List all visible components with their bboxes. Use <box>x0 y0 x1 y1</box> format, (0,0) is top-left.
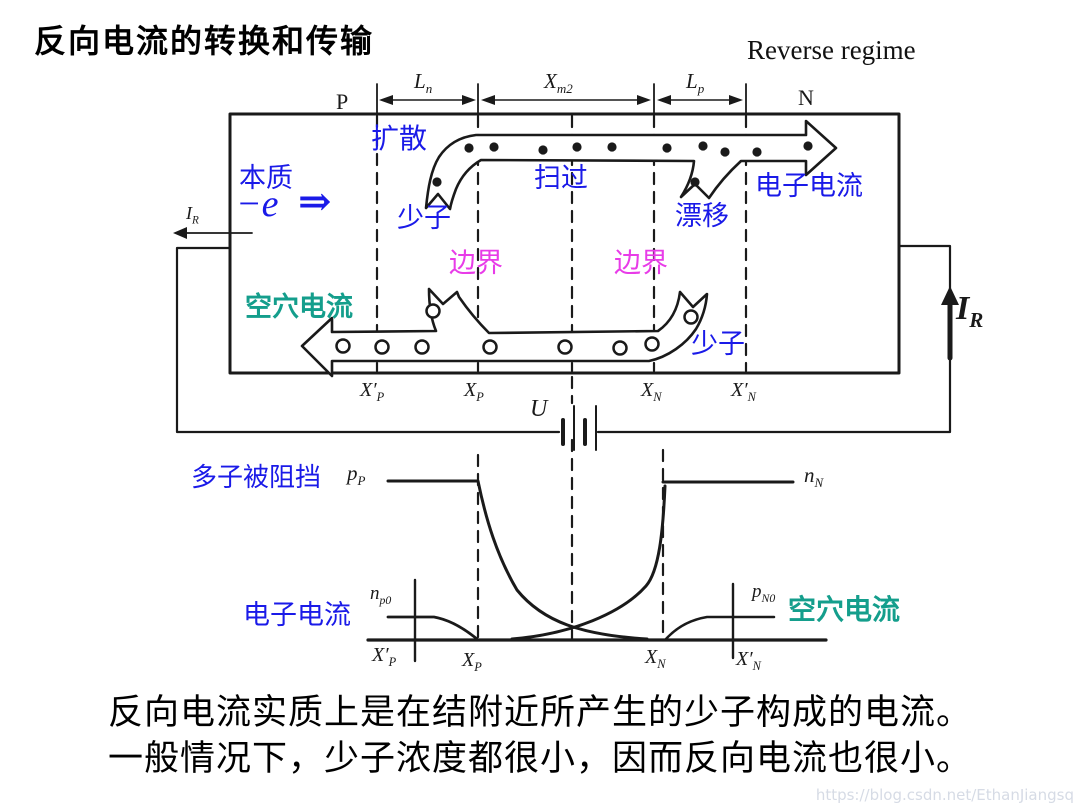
watermark: https://blog.csdn.net/EthanJiangsq <box>815 786 1074 804</box>
implies-arrow: ⇒ <box>298 179 332 224</box>
graph-xnp-label: X′N <box>736 648 761 674</box>
np0-label: np0 <box>370 583 392 608</box>
axis-xpp-base: X′ <box>360 379 377 401</box>
caption-line-1: 反向电流实质上是在结附近所产生的少子构成的电流。 <box>107 693 972 732</box>
dim-lp-label: Lp <box>686 69 705 97</box>
graph-xpp-label: X′P <box>372 644 396 670</box>
boundary-left-label: 边界 <box>449 248 503 278</box>
ir-arrow-left <box>173 227 253 239</box>
dimension-arrowheads <box>379 95 743 105</box>
pn0-sub: N0 <box>761 591 776 605</box>
graph-xp-base: X <box>462 649 475 671</box>
voltage-label: U <box>530 396 548 422</box>
dim-ln-label: Ln <box>414 69 433 97</box>
axis-xn-sub: N <box>653 390 662 404</box>
dim-xm2-base: X <box>544 69 557 93</box>
hole-circles <box>335 303 699 356</box>
region-n-label: N <box>798 85 814 110</box>
axis-xpp-label: X′P <box>360 379 384 405</box>
pn0-curve <box>664 615 776 641</box>
dim-ln-sub: n <box>425 81 433 97</box>
graph-xp-label: XP <box>462 649 482 675</box>
np0-sub: p0 <box>379 593 392 607</box>
hole-current-tube <box>300 287 709 378</box>
ir-left-base: I <box>186 203 192 223</box>
axis-xp-label: XP <box>464 379 484 405</box>
ir-left-sub: R <box>192 214 199 227</box>
nn-base: n <box>804 463 815 487</box>
graph-xpp-sub: P <box>388 655 397 669</box>
battery-symbol <box>561 405 597 451</box>
caption-line-2: 一般情况下，少子浓度都很小，因而反向电流也很小。 <box>107 739 972 778</box>
axis-xn-base: X <box>641 379 654 401</box>
dim-lp-sub: p <box>697 81 705 97</box>
graph-xnp-base: X′ <box>736 648 753 670</box>
pp-label: pP <box>347 461 366 489</box>
graph-xn-base: X <box>645 646 658 668</box>
ir-arrow-right <box>941 286 959 361</box>
dim-ln-base: L <box>414 69 426 93</box>
axis-xnp-base: X′ <box>731 379 748 401</box>
hole-current-label: 空穴电流 <box>245 292 353 322</box>
axis-xnp-sub: N <box>747 390 756 404</box>
dimension-ticks <box>376 83 747 115</box>
nn-rise-curve <box>510 484 667 641</box>
dim-xm2-label: Xm2 <box>544 69 573 97</box>
electron-dots <box>432 141 813 187</box>
minority-top-label: 少子 <box>397 203 451 233</box>
device-box <box>228 112 901 375</box>
nature-label: 本质 <box>239 163 293 193</box>
swept-label: 扫过 <box>534 163 588 193</box>
page-subtitle: Reverse regime <box>747 35 916 65</box>
np0-curve <box>386 615 479 641</box>
axis-xp-sub: P <box>476 390 484 404</box>
ir-left-label: IR <box>186 203 199 227</box>
axis-xpp-sub: P <box>376 390 385 404</box>
electron-current-tube <box>424 119 838 211</box>
boundary-right-label: 边界 <box>614 248 668 278</box>
graph-xn-sub: N <box>657 657 666 671</box>
graph-xnp-sub: N <box>752 659 761 673</box>
diffusion-label: 扩散 <box>371 124 428 155</box>
minority-bottom-label: 少子 <box>691 329 745 359</box>
region-p-label: P <box>336 89 349 114</box>
graph-xp-sub: P <box>474 660 482 674</box>
ir-right-label: IR <box>956 290 983 332</box>
axis-xnp-label: X′N <box>731 379 756 405</box>
graph-curves <box>366 479 828 663</box>
minus-e-label: −e <box>236 183 279 225</box>
electron-current-label: 电子电流 <box>755 171 863 201</box>
pn0-base: p <box>752 581 762 602</box>
np0-base: n <box>370 583 380 604</box>
pn0-label: pN0 <box>752 581 776 606</box>
nn-label: nN <box>804 463 824 491</box>
pp-curve <box>386 479 649 641</box>
pp-base: p <box>347 461 358 485</box>
blocked-label: 多子被阻挡 <box>191 463 322 492</box>
ir-right-sub: R <box>969 307 984 332</box>
graph-xn-label: XN <box>645 646 665 672</box>
axis-xp-base: X <box>464 379 477 401</box>
dim-lp-base: L <box>686 69 698 93</box>
dim-xm2-sub: m2 <box>556 81 573 97</box>
graph-xpp-base: X′ <box>372 644 389 666</box>
page-title: 反向电流的转换和传输 <box>34 23 375 59</box>
axis-xn-label: XN <box>641 379 661 405</box>
drift-label: 漂移 <box>675 201 729 231</box>
nn-sub: N <box>814 475 824 491</box>
pp-sub: P <box>357 473 366 489</box>
graph-electron-current-label: 电子电流 <box>243 600 351 630</box>
graph-dashed-lines <box>476 438 665 642</box>
ir-right-base: I <box>956 290 970 327</box>
graph-hole-current-label: 空穴电流 <box>788 595 901 626</box>
